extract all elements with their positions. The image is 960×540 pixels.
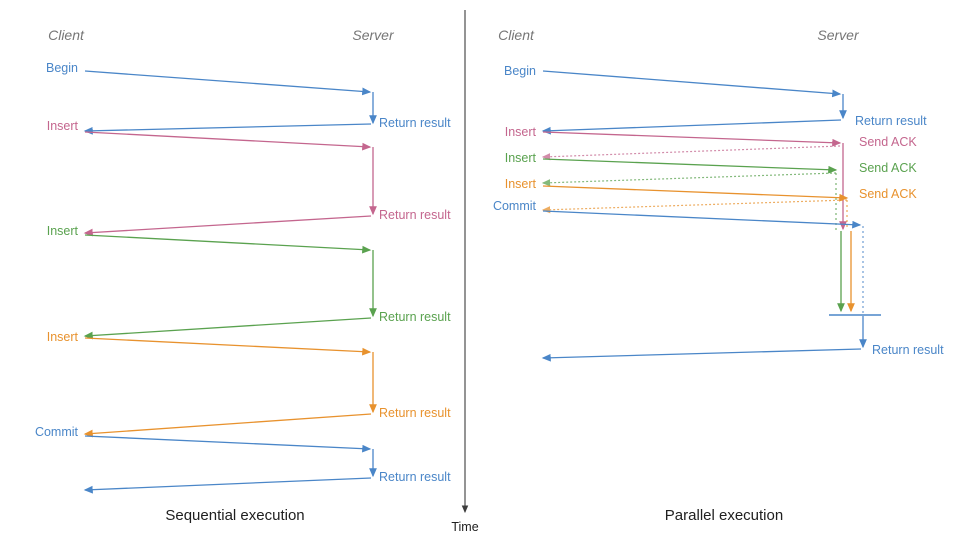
- left-msg-label-insert-6: Insert: [47, 330, 79, 344]
- left-msg-label-return-result-1: Return result: [379, 116, 451, 130]
- right-insert1-ack: [541, 145, 841, 161]
- right-commit-response: [541, 348, 862, 362]
- right-flow-lines: [541, 70, 881, 362]
- right-client-lane-title: Client: [498, 27, 535, 43]
- left-panel-caption: Sequential execution: [165, 507, 304, 524]
- right-insert3-request: [542, 185, 849, 202]
- right-msg-label-return-result-1: Return result: [855, 114, 927, 128]
- right-msg-label-return-result-9: Return result: [872, 343, 944, 357]
- left-insert3-request: [84, 337, 372, 356]
- left-insert2-response: [83, 317, 372, 340]
- left-flow-lines: [83, 70, 377, 494]
- left-commit-response: [83, 477, 372, 494]
- right-insert1-request: [542, 131, 842, 147]
- left-client-lane-title: Client: [48, 27, 85, 43]
- right-msg-label-commit-8: Commit: [493, 199, 537, 213]
- left-msg-label-return-result-3: Return result: [379, 208, 451, 222]
- left-insert1-request: [84, 131, 372, 151]
- right-insert3-ack: [541, 199, 848, 214]
- left-msg-label-return-result-9: Return result: [379, 470, 451, 484]
- time-axis: Time: [451, 10, 479, 534]
- right-panel-caption: Parallel execution: [665, 507, 783, 524]
- right-insert2-ack: [541, 172, 837, 187]
- left-msg-label-insert-4: Insert: [47, 224, 79, 238]
- right-msg-label-begin-0: Begin: [504, 64, 536, 78]
- right-msg-label-insert-4: Insert: [505, 151, 537, 165]
- left-msg-label-commit-8: Commit: [35, 425, 79, 439]
- right-begin-request: [542, 70, 842, 98]
- left-msg-label-begin-0: Begin: [46, 61, 78, 75]
- left-insert3-response: [83, 413, 372, 438]
- left-begin-request: [84, 70, 372, 96]
- right-msg-label-send-ack-3: Send ACK: [859, 135, 917, 149]
- time-axis-label: Time: [451, 520, 478, 534]
- left-msg-label-return-result-5: Return result: [379, 310, 451, 324]
- left-insert2-request: [84, 234, 372, 254]
- right-server-lane-title: Server: [817, 27, 860, 43]
- right-begin-response: [541, 119, 842, 135]
- right-msg-label-insert-2: Insert: [505, 125, 537, 139]
- right-msg-label-insert-6: Insert: [505, 177, 537, 191]
- left-commit-request: [84, 435, 372, 453]
- left-begin-response: [83, 123, 372, 135]
- left-server-lane-title: Server: [352, 27, 395, 43]
- right-msg-label-send-ack-5: Send ACK: [859, 161, 917, 175]
- left-msg-label-insert-2: Insert: [47, 119, 79, 133]
- right-commit-request: [542, 210, 862, 229]
- right-insert2-request: [542, 158, 838, 174]
- right-msg-label-send-ack-7: Send ACK: [859, 187, 917, 201]
- left-msg-label-return-result-7: Return result: [379, 406, 451, 420]
- left-insert1-response: [83, 215, 372, 237]
